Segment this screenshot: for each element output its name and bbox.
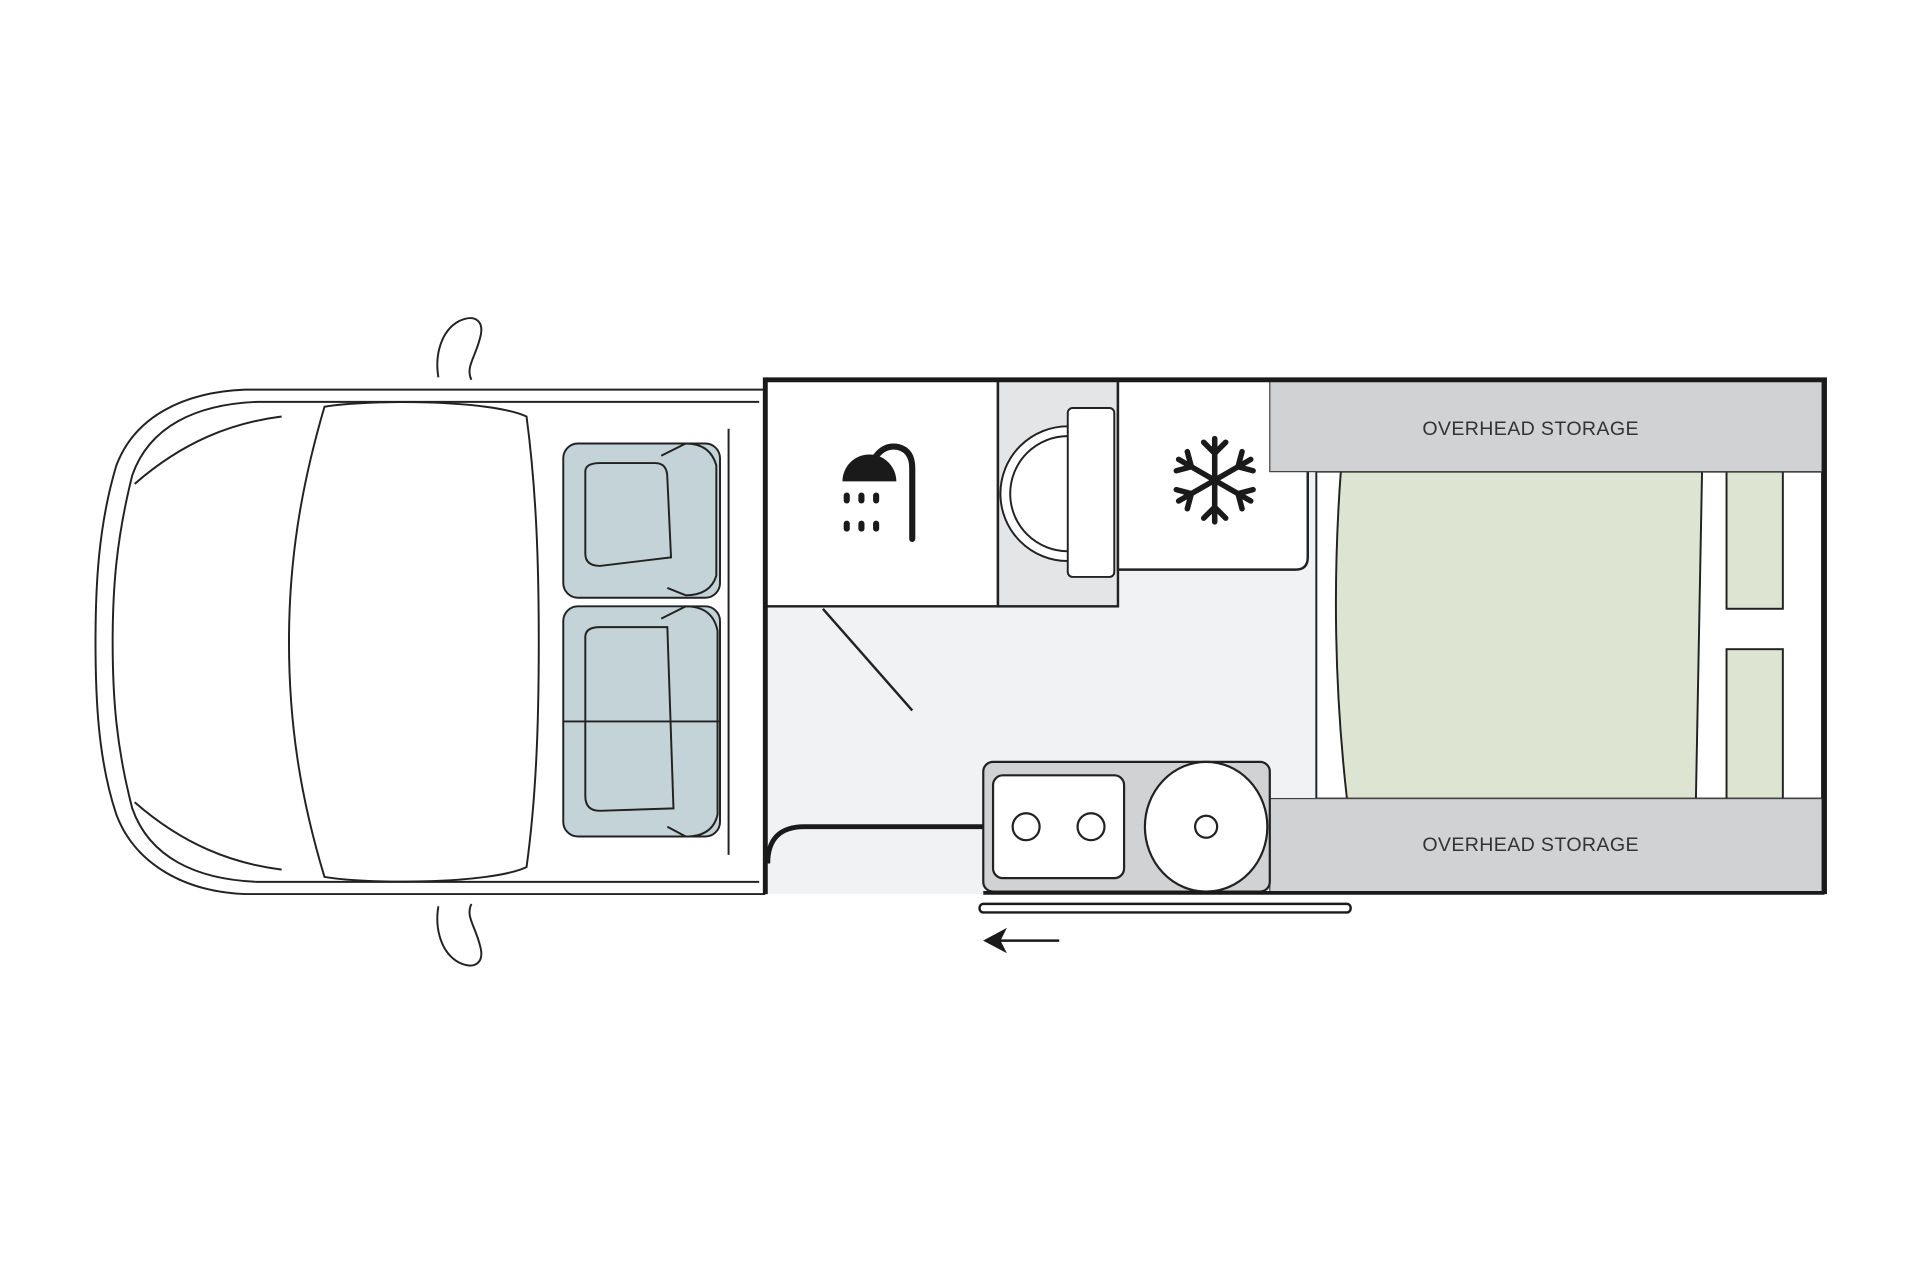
shower-icon — [842, 443, 916, 543]
overhead-storage-bottom-label: OVERHEAD STORAGE — [1422, 834, 1639, 856]
driver-seat — [562, 442, 721, 599]
shower-room — [764, 378, 1000, 608]
burner — [1011, 812, 1041, 842]
overhead-storage-bottom — [1269, 797, 1823, 893]
entry-wall — [765, 824, 984, 864]
sink — [991, 774, 1126, 880]
mirror-top — [436, 317, 483, 381]
mirror-bottom — [436, 903, 483, 967]
cab-outline — [94, 388, 766, 896]
pillow — [1725, 470, 1784, 610]
living-box-wall — [762, 377, 1827, 895]
sliding-door-rail[interactable] — [978, 902, 1352, 914]
kitchen-unit — [982, 760, 1271, 893]
cab-inner-outline — [111, 400, 760, 883]
toilet — [999, 406, 1116, 578]
bonnet-line — [134, 415, 282, 871]
bed — [1315, 470, 1824, 800]
bathroom-door[interactable] — [821, 607, 914, 712]
cab-seats — [562, 442, 721, 838]
windshield — [287, 401, 540, 883]
overhead-storage-top-label: OVERHEAD STORAGE — [1422, 418, 1639, 440]
burner — [1076, 812, 1106, 842]
snowflake-icon — [1173, 435, 1256, 522]
pillow — [1725, 648, 1784, 800]
van-cab — [94, 317, 766, 967]
arrow-left-icon — [983, 927, 1060, 954]
